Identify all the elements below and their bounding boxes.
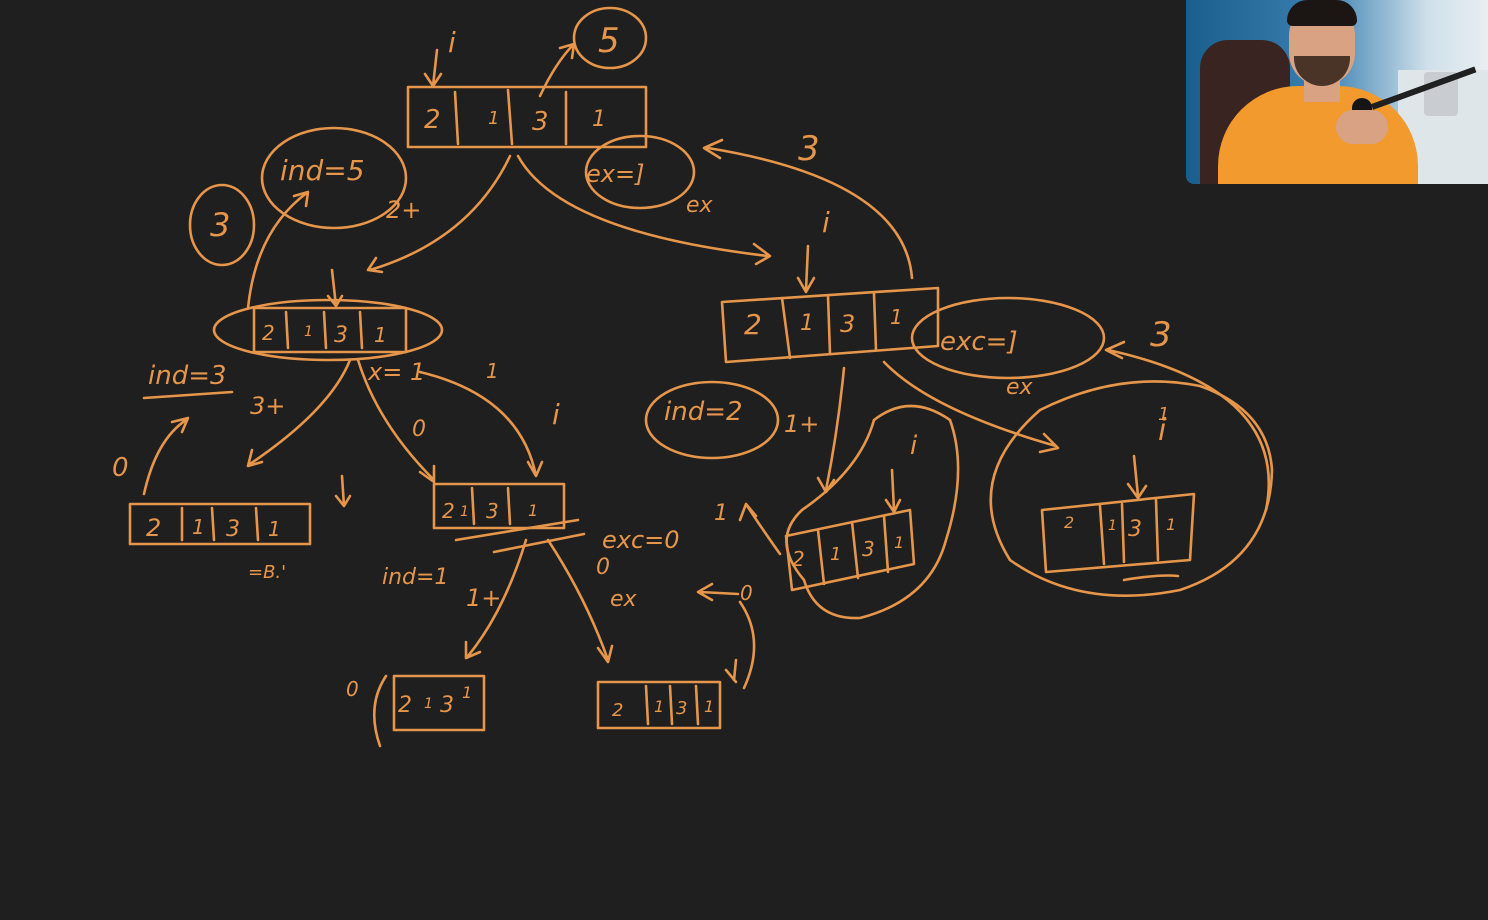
root-array: 2 1 3 1: [406, 85, 648, 149]
bottom-left-array: 2 1 3 1: [392, 674, 486, 732]
rm-cell-0: 2: [792, 547, 805, 571]
ind5-label: ind=5: [280, 154, 365, 187]
bl-zero-label: 0: [346, 677, 359, 701]
left-mid-array: 2 1 3 1: [432, 482, 566, 530]
ll-cell-3: 1: [268, 517, 281, 541]
left-cell-1: 1: [304, 324, 313, 340]
ex-root-small: ex: [686, 193, 714, 218]
ll-cell-2: 3: [226, 517, 240, 542]
zero-ex-label: 0: [596, 555, 610, 580]
three-right-label: 3: [798, 129, 820, 169]
rm-cell-3: 1: [894, 533, 904, 552]
two-plus-label: 2+: [386, 196, 421, 224]
bl-cell-0: 2: [398, 693, 412, 718]
left-cell-2: 3: [334, 323, 348, 348]
far-i-label: i: [1158, 413, 1167, 448]
ind3-label: ind=3: [148, 361, 227, 391]
zero-b-label: 0: [112, 453, 129, 483]
ll-cell-0: 2: [146, 514, 161, 542]
root-cell-0: 2: [424, 105, 441, 135]
bl-cell-2: 3: [440, 693, 454, 718]
ind2-label: ind=2: [664, 397, 743, 427]
one-plus-right-label: 1+: [784, 410, 819, 438]
mid-i-label: i: [552, 398, 560, 431]
br-cell-0: 2: [612, 700, 623, 721]
presenter-webcam-video: [1186, 0, 1488, 184]
three-far-label: 3: [1150, 315, 1172, 355]
lm-cell-1: 1: [460, 504, 469, 520]
right-mid-array: 2 1 3 1: [784, 508, 916, 592]
inner-i-label: i: [910, 431, 918, 461]
rr-cell-3: 1: [1166, 515, 1176, 534]
lm-cell-3: 1: [528, 501, 538, 520]
three-left-label: 3: [210, 206, 230, 244]
root-cell-1: 1: [488, 108, 499, 129]
right-cell-3: 1: [890, 305, 903, 329]
left-cell-3: 1: [374, 323, 387, 347]
br-cell-2: 3: [676, 698, 687, 719]
zero-a-label: 0: [412, 417, 426, 442]
bottom-right-array: 2 1 3 1: [596, 680, 722, 730]
root-cell-3: 1: [592, 107, 606, 132]
rr-cell-1: 1: [1108, 518, 1117, 534]
bl-cell-1: 1: [424, 696, 433, 712]
arrow-zero-label: 0: [740, 581, 753, 605]
one-plus-label: 1+: [466, 584, 501, 612]
one-right-label: 1: [486, 359, 499, 383]
right-i-label: i: [822, 206, 830, 239]
presenter-beard: [1294, 56, 1350, 86]
right-cell-1: 1: [800, 311, 814, 336]
rm-cell-2: 3: [862, 537, 875, 561]
small-one-label: 1: [1158, 404, 1169, 425]
lm-cell-0: 2: [442, 499, 455, 523]
root-i-label: i: [448, 26, 456, 59]
lm-cell-2: 3: [486, 499, 499, 523]
br-cell-3: 1: [704, 697, 714, 716]
rr-cell-2: 3: [1128, 517, 1142, 542]
ll-cell-1: 1: [192, 515, 205, 539]
ind1-label: ind=1: [382, 565, 448, 590]
ex-right-label: ex: [1006, 375, 1034, 400]
rr-cell-0: 2: [1064, 513, 1074, 532]
right-cell-2: 3: [840, 310, 855, 338]
exc-right-label: exc=]: [940, 327, 1018, 357]
rm-cell-1: 1: [830, 544, 841, 565]
left-cell-0: 2: [262, 321, 275, 345]
presenter-hair: [1287, 0, 1357, 26]
ex-left-label: x= 1: [367, 358, 425, 386]
root-cell-2: 3: [532, 107, 549, 137]
exc-root-label: ex=]: [586, 160, 644, 188]
left-array: 2 1 3 1: [252, 306, 408, 354]
arrow-b-label: =B.': [248, 562, 286, 583]
lower-left-array: 2 1 3 1: [128, 502, 312, 546]
far-right-array: 2 1 3 1: [1040, 492, 1196, 574]
br-cell-1: 1: [654, 697, 664, 716]
right-cell-0: 2: [744, 308, 762, 341]
exc0-label: exc=0: [602, 526, 680, 554]
result-five: 5: [598, 21, 620, 61]
presenter-hand: [1336, 110, 1388, 144]
right-array: 2 1 3 1: [720, 286, 940, 364]
ex-mid-label: ex: [610, 587, 638, 612]
one-small-label: 1: [714, 501, 728, 526]
bl-cell-3: 1: [462, 683, 472, 702]
three-plus-label: 3+: [250, 392, 285, 420]
